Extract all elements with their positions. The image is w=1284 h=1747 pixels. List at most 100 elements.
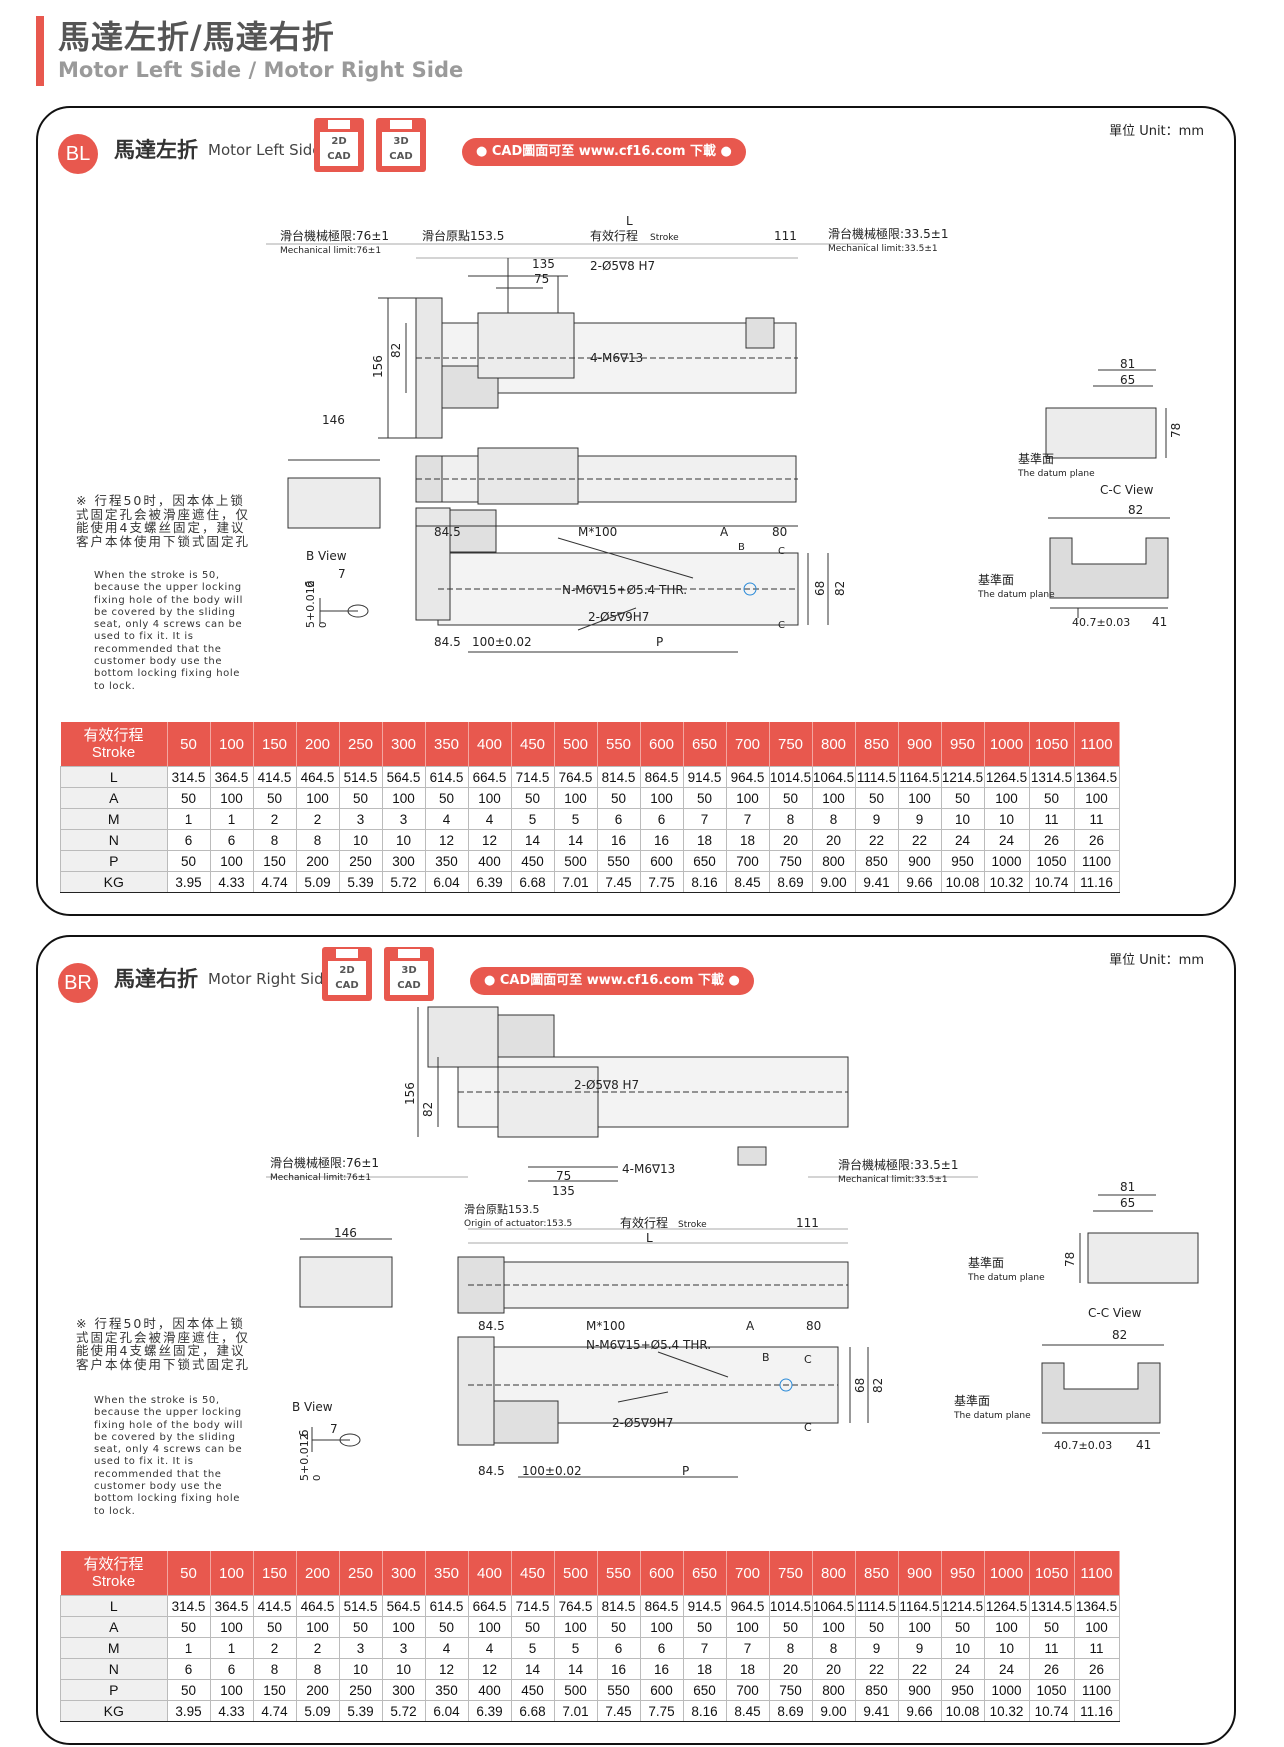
table-cell: 50 xyxy=(768,787,813,809)
table-cell: 1114.5 xyxy=(854,1595,899,1617)
stroke-col-header: 950 xyxy=(941,1551,985,1596)
table-cell: 26 xyxy=(1073,1658,1120,1680)
table-cell: 914.5 xyxy=(682,1595,727,1617)
section-badge: BR xyxy=(58,963,98,1003)
table-cell: 10 xyxy=(940,808,985,830)
label-100: 100±0.02 xyxy=(472,635,532,649)
table-cell: 20 xyxy=(768,1658,813,1680)
table-cell: 24 xyxy=(983,1658,1030,1680)
table-cell: 22 xyxy=(854,829,899,851)
label-M100: M*100 xyxy=(586,1319,625,1333)
table-cell: 20 xyxy=(811,829,856,851)
label-84-5-top: 84.5 xyxy=(478,1319,505,1333)
stroke-col-header: 1100 xyxy=(1074,1551,1120,1596)
section-title-en: Motor Right Side xyxy=(208,970,333,988)
table-cell: 10 xyxy=(983,808,1030,830)
table-cell: 6.04 xyxy=(424,871,469,893)
table-cell: 12 xyxy=(467,829,512,851)
table-cell: 6 xyxy=(209,1658,254,1680)
cad-download-link[interactable]: ● CAD圖面可至 www.cf16.com 下載 ● xyxy=(462,138,746,166)
table-cell: 1000 xyxy=(983,1679,1030,1701)
table-cell: 414.5 xyxy=(252,1595,297,1617)
table-cell: 100 xyxy=(209,1679,254,1701)
label-b-view: B View xyxy=(306,549,347,563)
table-cell: 400 xyxy=(467,1679,512,1701)
label-b: B xyxy=(738,542,745,553)
row-label: L xyxy=(60,766,168,788)
table-cell: 200 xyxy=(295,850,340,872)
label-c-bottom: C xyxy=(804,1421,812,1434)
table-cell: 18 xyxy=(725,1658,770,1680)
table-cell: 2 xyxy=(295,1637,340,1659)
table-cell: 1314.5 xyxy=(1028,766,1075,788)
label-tap-hole: 4-M6∇13 xyxy=(590,351,643,365)
table-cell: 100 xyxy=(725,1616,770,1638)
table-cell: 350 xyxy=(424,850,469,872)
label-thru: N-M6∇15+Ø5.4 THR. xyxy=(586,1338,711,1352)
table-cell: 850 xyxy=(854,850,899,872)
label-80: 80 xyxy=(772,525,787,539)
row-label: M xyxy=(60,1637,168,1659)
table-cell: 50 xyxy=(682,1616,727,1638)
label-111: 111 xyxy=(796,1216,819,1230)
table-cell: 16 xyxy=(639,829,684,851)
table-cell: 8.69 xyxy=(768,1700,813,1722)
table-cell: 10 xyxy=(940,1637,985,1659)
label-40-7: 40.7±0.03 xyxy=(1072,616,1130,629)
table-cell: 8.16 xyxy=(682,1700,727,1722)
cad-download-link[interactable]: ● CAD圖面可至 www.cf16.com 下載 ● xyxy=(470,967,754,995)
label-65: 65 xyxy=(1120,1196,1135,1210)
table-cell: 100 xyxy=(725,787,770,809)
table-cell: 5.39 xyxy=(338,871,383,893)
label-82: 82 xyxy=(389,343,403,358)
label-L: L xyxy=(626,214,633,228)
table-cell: 1164.5 xyxy=(897,766,942,788)
table-cell: 1100 xyxy=(1073,1679,1120,1701)
table-cell: 6.39 xyxy=(467,871,512,893)
row-label: A xyxy=(60,1616,168,1638)
stroke-col-header: 200 xyxy=(296,1551,340,1596)
label-A: A xyxy=(746,1319,755,1333)
label-c-top: C xyxy=(804,1353,812,1366)
table-cell: 50 xyxy=(1028,1616,1075,1638)
label-cc-view: C-C View xyxy=(1088,1306,1142,1320)
header-accent-bar xyxy=(36,16,44,86)
table-cell: 50 xyxy=(940,787,985,809)
stroke-col-header: 800 xyxy=(812,1551,856,1596)
table-cell: 7 xyxy=(725,808,770,830)
table-cell: 564.5 xyxy=(381,766,426,788)
table-cell: 914.5 xyxy=(682,766,727,788)
stroke-col-header: 1100 xyxy=(1074,722,1120,767)
table-cell: 1364.5 xyxy=(1073,766,1120,788)
table-cell: 3.95 xyxy=(166,871,211,893)
table-cell: 14 xyxy=(553,829,598,851)
stroke-col-header: 100 xyxy=(210,1551,254,1596)
table-cell: 9.41 xyxy=(854,1700,899,1722)
table-cell: 1264.5 xyxy=(983,1595,1030,1617)
table-cell: 50 xyxy=(252,1616,297,1638)
row-label: N xyxy=(60,829,168,851)
table-cell: 8 xyxy=(295,1658,340,1680)
table-cell: 1164.5 xyxy=(897,1595,942,1617)
label-stroke-en: Stroke xyxy=(678,1220,707,1230)
table-cell: 614.5 xyxy=(424,1595,469,1617)
table-cell: 850 xyxy=(854,1679,899,1701)
table-cell: 24 xyxy=(983,829,1030,851)
table-cell: 50 xyxy=(252,787,297,809)
stroke-col-header: 1000 xyxy=(984,1551,1030,1596)
table-cell: 6 xyxy=(639,808,684,830)
motor-right-drawing: 2-Ø5∇8 H7 4-M6∇13 82 156 滑台機械極限:76±1 Mec… xyxy=(266,1006,1199,1481)
label-datum-1: 基準面 xyxy=(1018,451,1054,466)
label-135: 135 xyxy=(532,257,555,271)
table-cell: 20 xyxy=(768,829,813,851)
label-156: 156 xyxy=(403,1082,417,1105)
table-cell: 4 xyxy=(424,1637,469,1659)
